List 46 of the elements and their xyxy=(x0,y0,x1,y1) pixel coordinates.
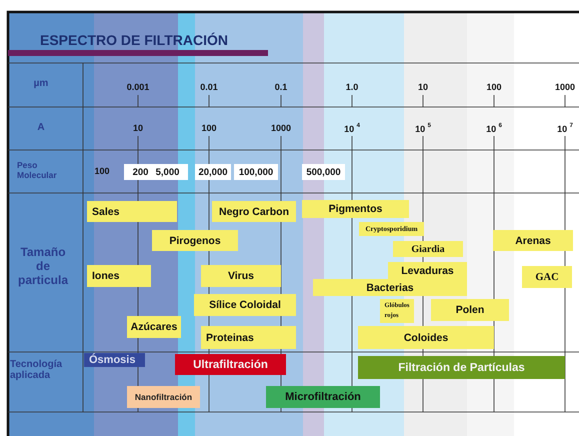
scale-value: 1000 xyxy=(554,82,576,92)
scale-value: 0.1 xyxy=(274,82,288,92)
technology-bar: Microfiltración xyxy=(266,386,380,408)
particle-label: Virus xyxy=(201,265,281,287)
particle-label: Iones xyxy=(87,265,151,287)
weight-value: 20,000 xyxy=(195,164,231,180)
scale-value: 0.001 xyxy=(126,82,150,92)
particle-label: Arenas xyxy=(493,230,573,251)
particle-label: Bacterias xyxy=(313,279,467,296)
row-header: Tamaño de particula xyxy=(16,245,70,287)
particle-label: Coloides xyxy=(358,326,494,349)
particle-label: Polen xyxy=(431,299,509,321)
row-header: µm xyxy=(32,78,50,89)
scale-value: 100 xyxy=(486,82,502,92)
particle-label: GAC xyxy=(522,266,572,288)
scale-value: 10 xyxy=(418,82,428,92)
title: ESPECTRO DE FILTRACIÓN xyxy=(40,32,228,48)
technology-bar: Filtración de Partículas xyxy=(358,356,565,379)
technology-bar: Ultrafiltración xyxy=(175,354,286,375)
scale-value: 10 $^{6}$ xyxy=(486,123,502,134)
weight-value: 200 5,000 xyxy=(124,164,188,180)
particle-label: Giardia xyxy=(393,241,463,257)
scale-value: 10 xyxy=(133,123,143,133)
scale-value: 10 $^{7}$ xyxy=(557,123,573,134)
scale-value: 10 $^{5}$ xyxy=(415,123,431,134)
particle-label: Negro Carbon xyxy=(212,201,296,222)
scale-value: 0.01 xyxy=(200,82,218,92)
scale-value: 10 $^{4}$ xyxy=(344,123,360,134)
scale-value: 100 xyxy=(201,123,217,133)
particle-label: Sílice Coloidal xyxy=(194,294,296,316)
particle-label: Proteinas xyxy=(201,326,296,349)
row-header: Peso Molecular xyxy=(17,160,58,180)
particle-label: Pigmentos xyxy=(302,200,409,218)
scale-value: 1000 xyxy=(270,123,292,133)
weight-value: 100,000 xyxy=(234,164,278,180)
row-header: A xyxy=(36,122,46,133)
scale-value: 1.0 xyxy=(346,82,358,92)
row-header: Tecnología aplicada xyxy=(10,359,64,381)
weight-value: 500,000 xyxy=(302,164,345,180)
particle-label: Sales xyxy=(87,201,177,222)
particle-label: Azúcares xyxy=(127,316,181,338)
particle-label: Levaduras xyxy=(388,262,467,280)
scale-value: 100 xyxy=(94,166,110,176)
technology-bar: Nanofiltración xyxy=(127,386,200,408)
particle-label: Pirogenos xyxy=(152,230,238,251)
technology-bar: Ósmosis xyxy=(84,353,145,367)
